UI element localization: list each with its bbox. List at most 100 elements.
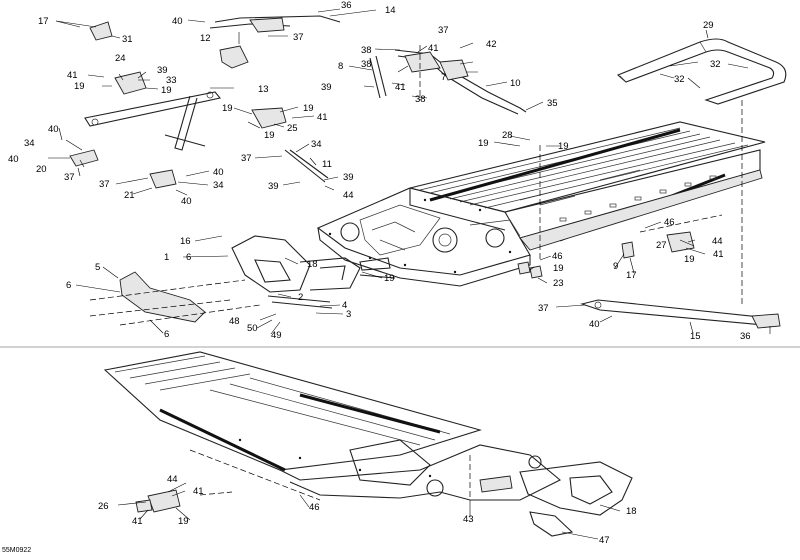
callout-23: 23 (553, 278, 564, 289)
callout-5: 5 (95, 262, 100, 273)
callout-2: 2 (298, 292, 303, 303)
front-suspension-brackets (119, 235, 361, 323)
callout-41: 41 (193, 486, 204, 497)
callout-41: 41 (317, 112, 328, 123)
callout-6: 6 (66, 280, 71, 291)
callout-34: 34 (311, 139, 322, 150)
callout-19: 19 (684, 254, 695, 265)
leader-lines (48, 8, 771, 540)
callout-15: 15 (690, 331, 701, 342)
assembly-lines (89, 45, 743, 501)
callout-41: 41 (67, 70, 78, 81)
callout-40: 40 (181, 196, 192, 207)
callout-36: 36 (740, 331, 751, 342)
callout-36: 36 (341, 0, 352, 11)
callout-38: 38 (361, 45, 372, 56)
callout-14: 14 (385, 5, 396, 16)
callout-19: 19 (384, 273, 395, 284)
callout-50: 50 (247, 323, 258, 334)
callout-37: 37 (99, 179, 110, 190)
callout-21: 21 (124, 190, 135, 201)
callout-19: 19 (303, 103, 314, 114)
callout-37: 37 (293, 32, 304, 43)
callout-33: 33 (166, 75, 177, 86)
callout-39: 39 (268, 181, 279, 192)
callout-42: 42 (486, 39, 497, 50)
callout-1: 1 (164, 252, 169, 263)
callout-25: 25 (287, 123, 298, 134)
callout-3: 3 (346, 309, 351, 320)
callout-26: 26 (98, 501, 109, 512)
callout-24: 24 (115, 53, 126, 64)
callout-7: 7 (441, 72, 446, 83)
callout-31: 31 (122, 34, 133, 45)
callout-48: 48 (229, 316, 240, 327)
callout-32: 32 (710, 59, 721, 70)
callout-47: 47 (599, 535, 610, 546)
callout-19: 19 (178, 516, 189, 527)
callout-8: 8 (338, 61, 343, 72)
callout-6: 6 (164, 329, 169, 340)
callout-39: 39 (343, 172, 354, 183)
callout-40: 40 (589, 319, 600, 330)
callout-41: 41 (428, 43, 439, 54)
callout-38: 38 (361, 59, 372, 70)
callout-18: 18 (626, 506, 637, 517)
callout-46: 46 (552, 251, 563, 262)
callout-18: 18 (307, 259, 318, 270)
callout-44: 44 (343, 190, 354, 201)
callout-40: 40 (172, 16, 183, 27)
callout-44: 44 (167, 474, 178, 485)
callout-19: 19 (222, 103, 233, 114)
chassis-tunnel-upper (316, 121, 766, 287)
callout-37: 37 (438, 25, 449, 36)
callout-19: 19 (74, 81, 85, 92)
callout-16: 16 (180, 236, 191, 247)
callout-27: 27 (656, 240, 667, 251)
callout-37: 37 (241, 153, 252, 164)
callout-38: 38 (415, 94, 426, 105)
callout-41: 41 (395, 82, 406, 93)
reference-code: 55M0922 (2, 547, 31, 554)
callout-44: 44 (712, 236, 723, 247)
callout-34: 34 (213, 180, 224, 191)
callout-46: 46 (664, 217, 675, 228)
callout-39: 39 (157, 65, 168, 76)
rear-bumper-bar (580, 299, 781, 329)
callout-19: 19 (161, 85, 172, 96)
callout-19: 19 (264, 130, 275, 141)
callout-35: 35 (547, 98, 558, 109)
callout-17: 17 (626, 270, 637, 281)
callout-4: 4 (342, 300, 347, 311)
callout-37: 37 (64, 172, 75, 183)
callout-32: 32 (674, 74, 685, 85)
callout-13: 13 (258, 84, 269, 95)
callout-39: 39 (321, 82, 332, 93)
callout-9: 9 (613, 261, 618, 272)
callout-41: 41 (132, 516, 143, 527)
callout-37: 37 (538, 303, 549, 314)
callout-46: 46 (309, 502, 320, 513)
callout-20: 20 (36, 164, 47, 175)
callout-41: 41 (713, 249, 724, 260)
grab-handle (616, 38, 787, 105)
callout-10: 10 (510, 78, 521, 89)
callout-40: 40 (48, 124, 59, 135)
callout-40: 40 (8, 154, 19, 165)
callout-49: 49 (271, 330, 282, 341)
callout-19: 19 (478, 138, 489, 149)
chassis-underside-lower (103, 351, 633, 537)
callout-labels: 17 31 40 36 14 37 12 37 29 24 39 41 33 1… (2, 0, 751, 554)
callout-19: 19 (553, 263, 564, 274)
callout-17: 17 (38, 16, 49, 27)
callout-12: 12 (200, 33, 211, 44)
callout-43: 43 (463, 514, 474, 525)
callout-34: 34 (24, 138, 35, 149)
callout-19: 19 (558, 141, 569, 152)
steering-column-parts (69, 15, 527, 189)
callout-28: 28 (502, 130, 513, 141)
callout-29: 29 (703, 20, 714, 31)
callout-11: 11 (322, 159, 332, 170)
